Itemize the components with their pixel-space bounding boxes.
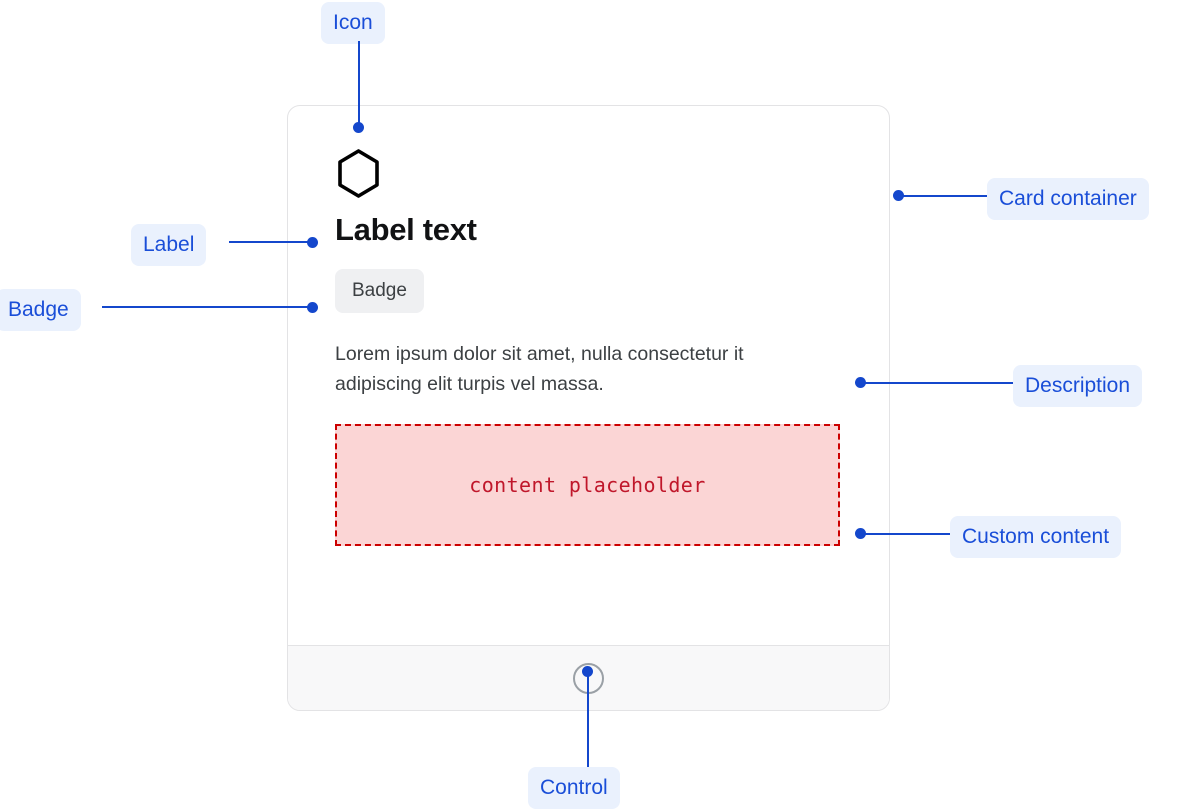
annotation-leader-line-badge bbox=[102, 306, 311, 308]
annotation-label-icon: Icon bbox=[321, 2, 385, 44]
hexagon-icon bbox=[338, 149, 379, 198]
annotation-label-label: Label bbox=[131, 224, 207, 266]
annotation-label-description: Description bbox=[1013, 365, 1143, 407]
annotation-label-badge: Badge bbox=[0, 289, 81, 331]
annotation-dot-card-container bbox=[893, 190, 904, 201]
annotation-dot-custom-content bbox=[855, 528, 866, 539]
annotation-label-custom-content: Custom content bbox=[950, 516, 1122, 558]
annotation-dot-description bbox=[855, 377, 866, 388]
annotation-leader-line-custom-content bbox=[861, 533, 950, 535]
card-container: Label text Badge Lorem ipsum dolor sit a… bbox=[287, 105, 890, 711]
annotation-leader-line-control bbox=[587, 671, 589, 767]
annotation-leader-line-label bbox=[229, 241, 311, 243]
annotation-dot-icon bbox=[353, 122, 364, 133]
status-badge: Badge bbox=[335, 269, 424, 314]
annotation-leader-line-icon bbox=[358, 41, 360, 127]
annotation-leader-line-description bbox=[861, 382, 1013, 384]
custom-content-placeholder-text: content placeholder bbox=[469, 472, 706, 497]
annotation-dot-label bbox=[307, 237, 318, 248]
annotation-leader-line-card-container bbox=[899, 195, 987, 197]
annotation-label-control: Control bbox=[528, 767, 620, 809]
annotation-label-card-container: Card container bbox=[987, 178, 1149, 220]
card-description: Lorem ipsum dolor sit amet, nulla consec… bbox=[335, 343, 744, 396]
custom-content-slot: content placeholder bbox=[335, 423, 840, 546]
annotation-dot-badge bbox=[307, 302, 318, 313]
card-title: Label text bbox=[335, 212, 477, 247]
card-body: Label text Badge Lorem ipsum dolor sit a… bbox=[288, 106, 889, 645]
